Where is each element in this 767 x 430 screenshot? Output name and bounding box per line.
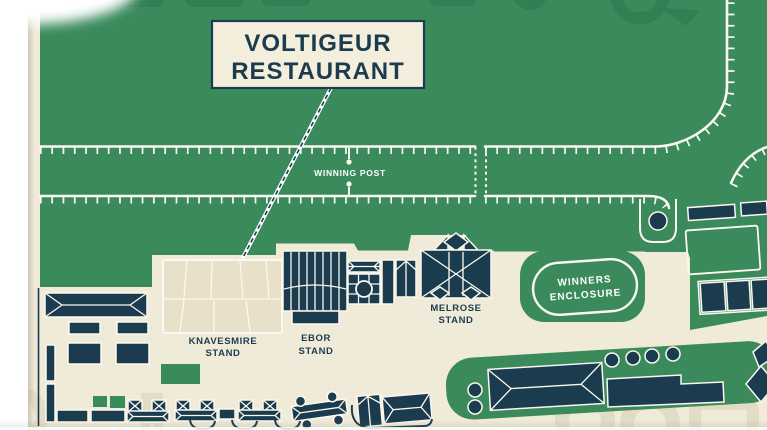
- track-crossing: [474, 147, 487, 195]
- melrose-label-line1: MELROSE: [430, 303, 481, 314]
- voltigeur-callout: VOLTIGEUR RESTAURANT: [210, 19, 426, 304]
- ebor-label-line2: STAND: [298, 346, 333, 357]
- voltigeur-restaurant-label[interactable]: VOLTIGEUR RESTAURANT: [210, 19, 426, 90]
- melrose-stand[interactable]: MELROSE STAND: [420, 232, 492, 326]
- winners-enclosure-label-line2: ENCLOSURE: [549, 287, 621, 303]
- left-buildings: [44, 292, 150, 423]
- parade-ring: [639, 199, 677, 243]
- mid-buildings: [347, 259, 417, 305]
- right-buildings: [684, 200, 767, 316]
- knavesmire-label-line2: STAND: [205, 348, 240, 359]
- callout-title-line2: RESTAURANT: [231, 58, 405, 85]
- ebor-label-line1: EBOR: [301, 333, 331, 344]
- lawn-patches: [93, 364, 200, 408]
- winners-enclosure[interactable]: WINNERS ENCLOSURE: [531, 257, 639, 317]
- kiosk-group: [237, 399, 282, 422]
- kiosk-group: [174, 399, 218, 422]
- knavesmire-stand[interactable]: KNAVESMIRE STAND: [162, 259, 283, 359]
- inner-rail-curve: [729, 145, 767, 185]
- winners-enclosure-label-line1: WINNERS: [557, 274, 612, 289]
- band-buildings: [467, 339, 767, 415]
- callout-title-line1: VOLTIGEUR: [244, 30, 391, 57]
- knavesmire-label-line1: KNAVESMIRE: [189, 336, 258, 347]
- track: WINNING POST: [38, 0, 767, 243]
- winning-post-label: WINNING POST: [314, 168, 386, 178]
- winning-post: WINNING POST: [314, 148, 386, 196]
- melrose-label-line2: STAND: [438, 315, 473, 326]
- watermark: [112, 0, 700, 26]
- ebor-stand[interactable]: EBOR STAND: [282, 250, 348, 357]
